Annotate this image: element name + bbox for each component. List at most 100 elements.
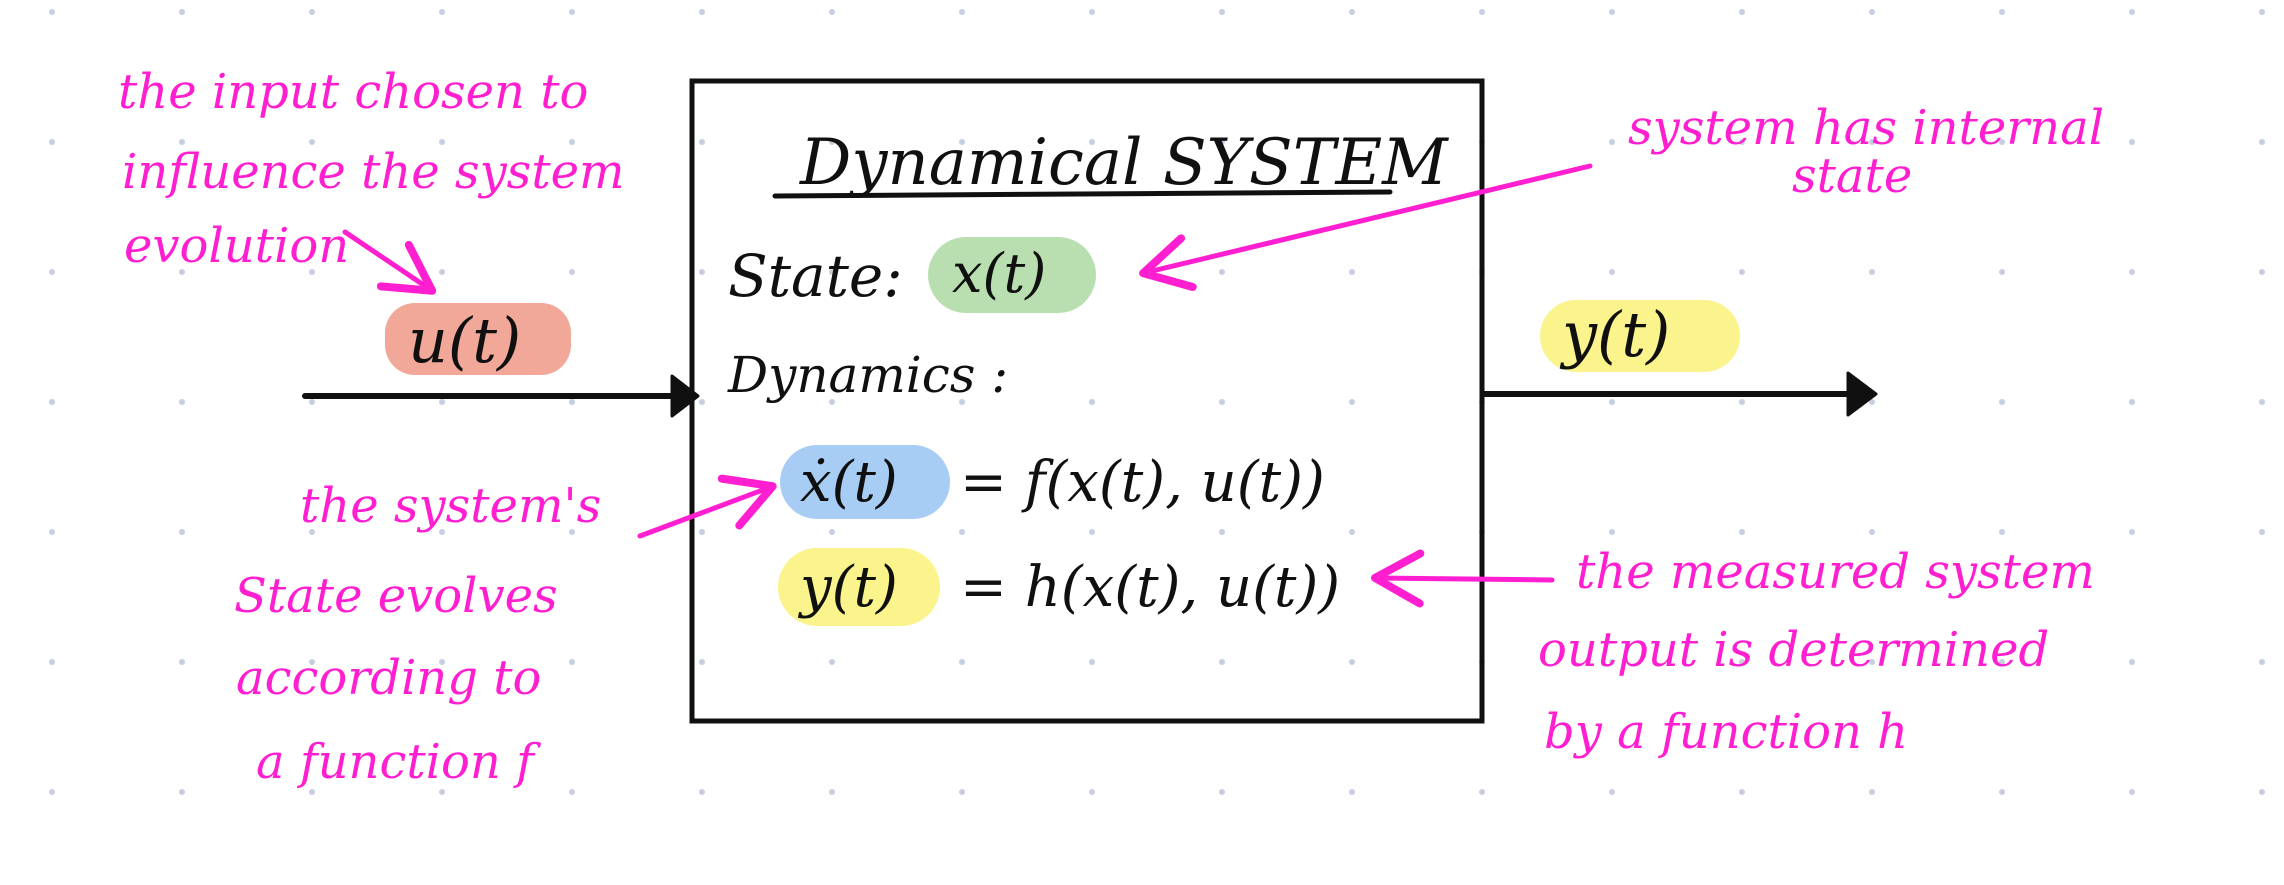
grid-dot [309,529,315,535]
state-annotation: system has internal state [1628,100,2104,204]
grid-dot [1089,9,1095,15]
grid-dot [2259,269,2265,275]
grid-dot [569,529,575,535]
grid-dot [1869,399,1875,405]
grid-dot [49,399,55,405]
input-note-line-3: evolution [124,218,349,274]
grid-dot [439,529,445,535]
grid-dot [2259,789,2265,795]
grid-dot [2259,529,2265,535]
output-note-line-3: by a function h [1544,704,1908,760]
state-note-line-2: state [1792,148,1912,204]
output-highlight [1540,300,1740,372]
grid-dot [699,789,705,795]
grid-dot [1609,399,1615,405]
grid-dot [309,659,315,665]
grid-dot [1349,139,1355,145]
grid-dot [1869,9,1875,15]
dynamics-annotation: the system's State evolves according to … [234,478,601,790]
system-title: Dynamical SYSTEM [799,126,1449,200]
grid-dot [2259,659,2265,665]
grid-dot [569,789,575,795]
grid-dot [1739,659,1745,665]
grid-dot [439,9,445,15]
grid-dot [829,269,835,275]
grid-dot [1349,269,1355,275]
grid-dot [1739,139,1745,145]
grid-dot [1999,789,2005,795]
state-highlight [928,237,1096,313]
dynamics-annotation-arrow [637,474,777,539]
grid-dot [309,9,315,15]
grid-dot [829,139,835,145]
grid-dot [569,399,575,405]
grid-dot [1219,139,1225,145]
xdot-highlight [780,445,950,519]
grid-dot [1999,269,2005,275]
grid-dot [49,9,55,15]
input-symbol: u(t) [408,304,521,377]
grid-dot [1219,269,1225,275]
grid-dot [1089,789,1095,795]
grid-dot [309,789,315,795]
grid-dot [959,659,965,665]
grid-dot [1609,789,1615,795]
output-note-line-1: the measured system [1576,544,2095,600]
grid-dot [1349,659,1355,665]
grid-dot [1739,399,1745,405]
grid-dot [1609,529,1615,535]
eq2-lhs: y(t) [797,555,898,620]
grid-dot [1609,9,1615,15]
grid-dot [2129,789,2135,795]
grid-dot [699,139,705,145]
output-arrow-head [1846,371,1878,417]
grid-dot [179,659,185,665]
dot-grid-background [49,9,2265,795]
grid-dot [2129,139,2135,145]
state-annotation-arrow [1139,163,1593,291]
grid-dot [2129,659,2135,665]
eq2-highlight [778,548,940,626]
grid-dot [699,529,705,535]
input-note-line-2: influence the system [122,144,625,200]
grid-dot [1349,399,1355,405]
state-symbol: x(t) [952,242,1046,305]
grid-dot [2129,269,2135,275]
grid-dot [959,789,965,795]
grid-dot [49,139,55,145]
eq2-rhs: = h(x(t), u(t)) [960,555,1340,620]
grid-dot [2129,399,2135,405]
grid-dot [699,269,705,275]
grid-dot [959,399,965,405]
dynamics-note-line-2: State evolves [234,568,558,624]
title-underline [772,189,1393,199]
input-annotation: the input chosen to influence the system… [118,64,625,274]
grid-dot [1999,399,2005,405]
eq1-rhs: = f(x(t), u(t)) [960,450,1325,515]
grid-dot [1479,789,1485,795]
grid-dot [569,9,575,15]
grid-dot [569,269,575,275]
grid-dot [179,9,185,15]
grid-dot [829,399,835,405]
grid-dot [1739,9,1745,15]
grid-dot [1219,9,1225,15]
grid-dot [439,269,445,275]
grid-dot [309,269,315,275]
grid-dot [2259,9,2265,15]
grid-dot [1089,529,1095,535]
grid-dot [2259,139,2265,145]
grid-dot [179,789,185,795]
grid-dot [1869,529,1875,535]
grid-dot [179,399,185,405]
state-note-line-1: system has internal [1628,100,2104,156]
grid-dot [1869,789,1875,795]
dynamics-label: Dynamics : [727,346,1008,404]
grid-dot [1349,529,1355,535]
grid-dot [829,529,835,535]
grid-dot [179,529,185,535]
grid-dot [1349,9,1355,15]
grid-dot [1089,659,1095,665]
grid-dot [179,139,185,145]
